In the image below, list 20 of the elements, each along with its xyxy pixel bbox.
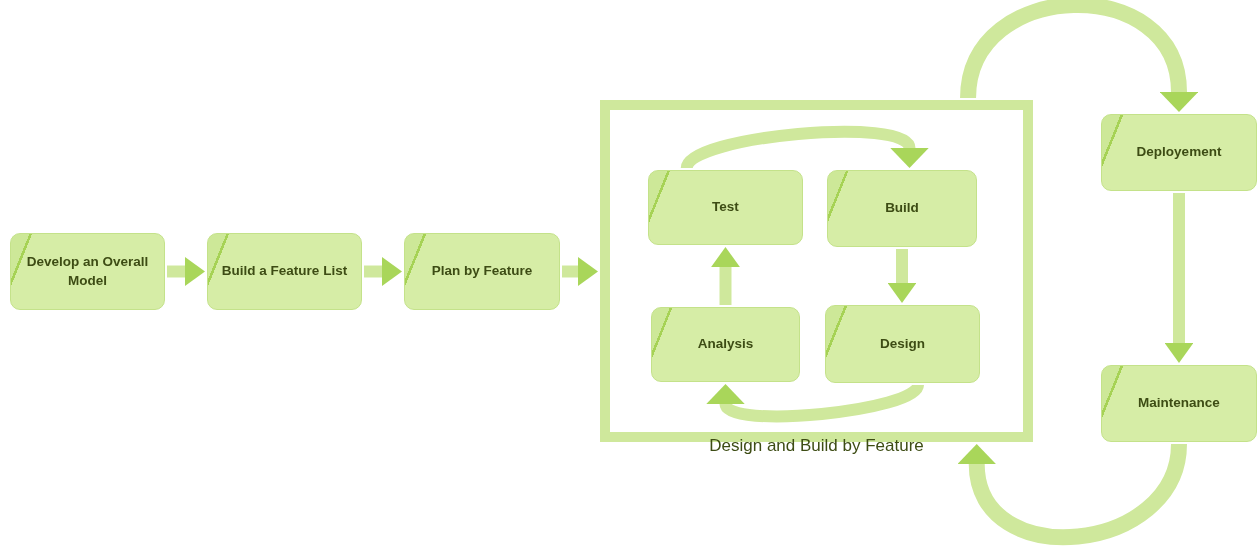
process-box: Maintenance bbox=[1101, 365, 1257, 442]
arrow bbox=[709, 381, 924, 423]
process-box: Design bbox=[825, 305, 980, 383]
arrow bbox=[957, 442, 1187, 545]
process-box: Build a Feature List bbox=[207, 233, 362, 310]
arrow bbox=[167, 257, 205, 286]
arrow bbox=[887, 249, 917, 303]
arrow bbox=[1164, 193, 1194, 363]
process-box: Test bbox=[648, 170, 803, 245]
arrow bbox=[960, 0, 1198, 112]
process-box: Develop an Overall Model bbox=[10, 233, 165, 310]
arrow bbox=[681, 125, 926, 171]
arrow bbox=[562, 257, 598, 286]
group-heading: Design and Build by Feature bbox=[709, 436, 924, 456]
process-box: Build bbox=[827, 170, 977, 247]
process-box: Plan by Feature bbox=[404, 233, 560, 310]
process-box: Deployement bbox=[1101, 114, 1257, 191]
process-box: Analysis bbox=[651, 307, 800, 382]
arrow bbox=[711, 247, 740, 305]
arrow bbox=[364, 257, 402, 286]
